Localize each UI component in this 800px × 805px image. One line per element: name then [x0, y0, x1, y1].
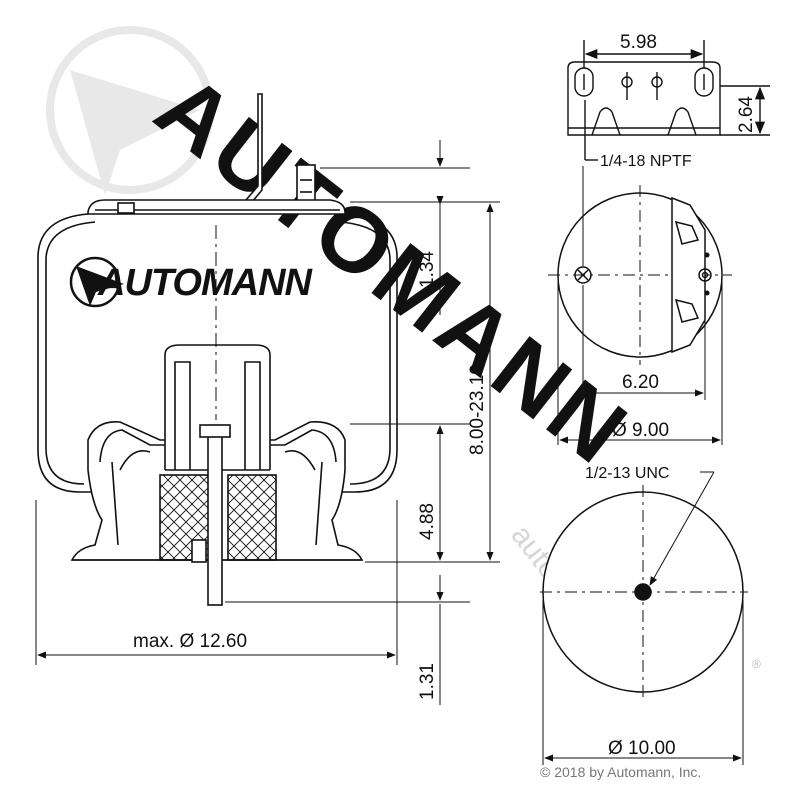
dim-top-diameter: Ø 9.00	[612, 420, 669, 441]
dim-stud-height: 1.34	[417, 251, 438, 288]
dim-top-plate-width: 5.98	[620, 32, 657, 53]
dim-top-bolt-spacing: 6.20	[622, 372, 659, 393]
logo-text: AUTOMANN	[97, 262, 314, 304]
copyright-text: © 2018 by Automann, Inc.	[540, 764, 701, 780]
side-dimensions	[35, 140, 500, 705]
watermark-logo	[46, 26, 214, 195]
dim-top-plate-height: 2.64	[736, 96, 757, 133]
dim-bottom-stud: 1.31	[417, 663, 438, 700]
hatched-block-right	[227, 474, 277, 561]
registered-mark: ®	[752, 657, 761, 671]
dim-stroke-range: 8.00-23.10	[467, 364, 488, 455]
bellow-outline	[37, 213, 398, 493]
dim-max-diameter: max. Ø 12.60	[133, 631, 247, 652]
air-fitting	[296, 164, 316, 206]
dim-piston-height: 4.88	[417, 503, 438, 540]
bottom-view-circle	[540, 471, 748, 765]
air-spring-side-view	[37, 93, 398, 606]
top-plate-view	[567, 40, 770, 161]
center-bolt	[207, 429, 223, 606]
dim-bottom-diameter: Ø 10.00	[608, 738, 676, 759]
note-bottom-thread: 1/2-13 UNC	[585, 465, 669, 482]
bump-stop	[164, 344, 271, 470]
top-view-circle	[548, 166, 732, 445]
logo-mark	[69, 256, 124, 308]
automann-logo: AUTOMANN	[69, 256, 315, 308]
bottom-thread-hole	[634, 583, 652, 601]
note-air-fitting: 1/4-18 NPTF	[600, 153, 692, 170]
